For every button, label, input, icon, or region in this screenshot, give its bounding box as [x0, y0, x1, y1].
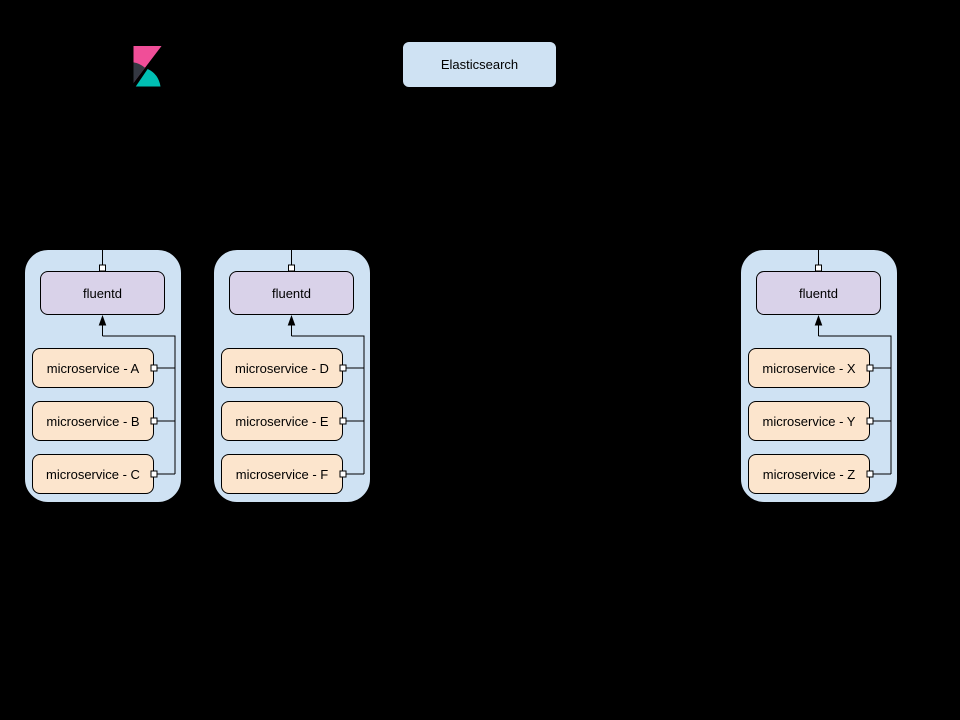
- microservice-node: microservice - E: [221, 401, 343, 441]
- microservice-label: microservice - X: [762, 360, 856, 376]
- fluentd-node: fluentd: [40, 271, 165, 315]
- microservice-node: microservice - C: [32, 454, 154, 494]
- arrow-head-icon: [98, 315, 107, 326]
- kibana-logo-icon: [133, 46, 162, 87]
- fluentd-node: fluentd: [756, 271, 881, 315]
- arrow-head-icon: [287, 315, 296, 326]
- microservice-node: microservice - F: [221, 454, 343, 494]
- microservice-label: microservice - C: [46, 466, 140, 482]
- elasticsearch-node: Elasticsearch: [402, 41, 557, 88]
- node-group-2: fluentd microservice - D microservice - …: [213, 249, 371, 503]
- microservice-label: microservice - B: [46, 413, 140, 429]
- fluentd-label: fluentd: [271, 285, 312, 301]
- kibana-logo-teal-shape: [135, 69, 161, 87]
- microservice-node: microservice - Z: [748, 454, 870, 494]
- node-group-3: fluentd microservice - X microservice - …: [740, 249, 898, 503]
- microservice-label: microservice - E: [235, 413, 329, 429]
- microservice-node: microservice - B: [32, 401, 154, 441]
- elasticsearch-label: Elasticsearch: [440, 57, 519, 72]
- fluentd-node: fluentd: [229, 271, 354, 315]
- arrow-head-icon: [814, 315, 823, 326]
- microservice-node: microservice - A: [32, 348, 154, 388]
- microservice-label: microservice - Y: [762, 413, 856, 429]
- fluentd-label: fluentd: [82, 285, 123, 301]
- node-group-1: fluentd microservice - A microservice - …: [24, 249, 182, 503]
- microservice-node: microservice - Y: [748, 401, 870, 441]
- kibana-logo-dark-shape: [133, 62, 146, 83]
- fluentd-label: fluentd: [798, 285, 839, 301]
- microservice-label: microservice - F: [235, 466, 329, 482]
- kibana-logo-pink-shape: [133, 46, 162, 83]
- microservice-label: microservice - D: [235, 360, 329, 376]
- microservice-label: microservice - A: [46, 360, 140, 376]
- microservice-node: microservice - D: [221, 348, 343, 388]
- microservice-node: microservice - X: [748, 348, 870, 388]
- microservice-label: microservice - Z: [762, 466, 856, 482]
